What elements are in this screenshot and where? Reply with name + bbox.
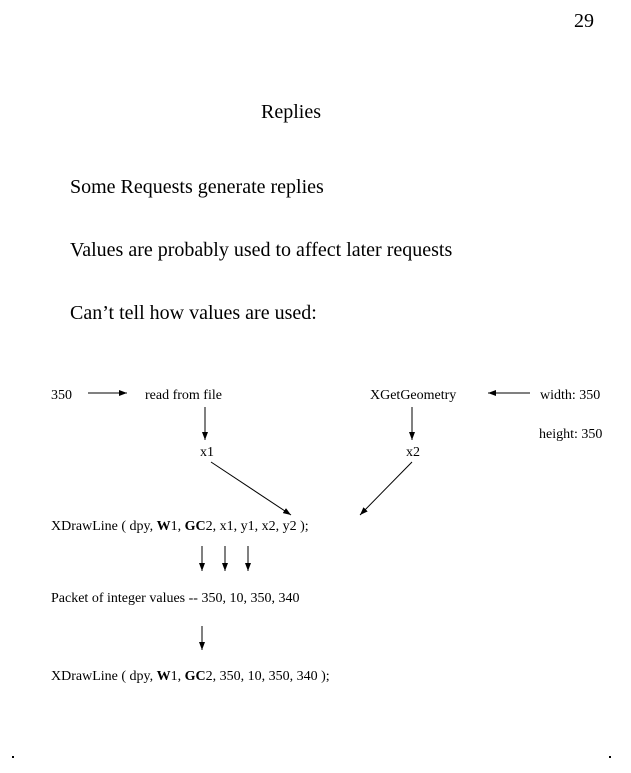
- xdrawline-call-concrete: XDrawLine ( dpy, W1, GC2, 350, 10, 350, …: [51, 669, 330, 685]
- call-prefix: XDrawLine ( dpy,: [51, 669, 157, 684]
- bullet-line: Values are probably used to affect later…: [70, 239, 453, 261]
- read-from-file-label: read from file: [145, 388, 222, 403]
- height-label: height: 350: [539, 427, 603, 442]
- call-prefix: XDrawLine ( dpy,: [51, 519, 157, 534]
- width-label: width: 350: [540, 388, 601, 403]
- bullet-line: Can’t tell how values are used:: [70, 302, 317, 324]
- window-arg: W: [156, 669, 171, 684]
- separator: ,: [177, 519, 185, 534]
- xgetgeometry-label: XGetGeometry: [370, 388, 457, 403]
- corner-mark: [12, 756, 14, 758]
- variable-x1: x1: [200, 445, 214, 460]
- call-rest: , x1, y1, x2, y2 );: [212, 519, 309, 534]
- gc-num: 2: [205, 519, 213, 534]
- xdrawline-call-symbolic: XDrawLine ( dpy, W1, GC2, x1, y1, x2, y2…: [51, 519, 309, 535]
- gc-num: 2: [205, 669, 213, 684]
- separator: ,: [177, 669, 185, 684]
- call-rest: , 350, 10, 350, 340 );: [212, 669, 330, 684]
- page-number: 29: [574, 10, 594, 32]
- input-value-label: 350: [51, 388, 72, 403]
- window-num: 1: [170, 519, 178, 534]
- gc-arg: GC: [184, 519, 206, 534]
- variable-x2: x2: [406, 445, 420, 460]
- bullet-line: Some Requests generate replies: [70, 176, 324, 198]
- window-arg: W: [156, 519, 171, 534]
- gc-arg: GC: [184, 669, 206, 684]
- arrow-x2-to-call: [359, 461, 413, 516]
- page-title: Replies: [261, 101, 321, 123]
- arrow-x1-to-call: [210, 461, 292, 516]
- packet-label: Packet of integer values -- 350, 10, 350…: [51, 591, 300, 606]
- corner-mark: [609, 756, 611, 758]
- window-num: 1: [170, 669, 178, 684]
